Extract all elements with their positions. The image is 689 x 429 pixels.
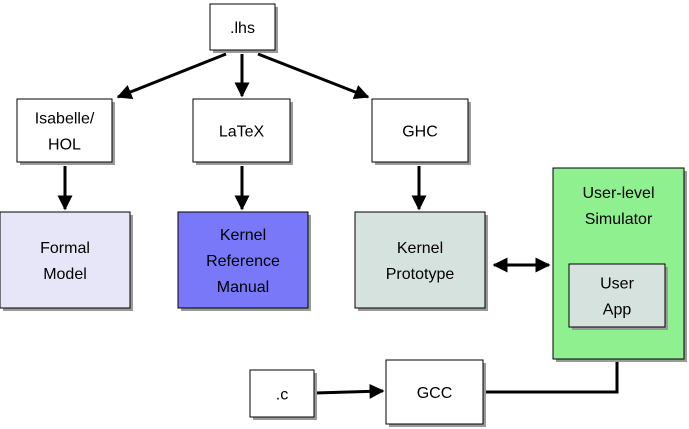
node-isabelle-hol: Isabelle/HOL — [16, 98, 115, 165]
edge-lhs-to-isabelle — [116, 52, 227, 99]
gcc-box — [385, 359, 484, 425]
manual-label-line-2: Reference — [206, 253, 280, 270]
lhs-box — [209, 3, 276, 51]
lhs-label-line-1: .lhs — [230, 20, 255, 37]
ghc-label-line-1: GHC — [402, 124, 438, 141]
manual-label-line-3: Manual — [217, 279, 269, 296]
simulator-label-line-2: Simulator — [585, 211, 653, 228]
gcc-label-line-1: GCC — [417, 385, 453, 402]
node-latex: LaTeX — [192, 98, 293, 165]
simulator-label-line-1: User-level — [582, 185, 654, 202]
node-gcc: GCC — [385, 359, 486, 427]
c-box — [249, 369, 315, 418]
edge-c-to-gcc — [314, 383, 385, 399]
prototype-box — [354, 211, 486, 309]
manual-box — [177, 211, 309, 309]
latex-label-line-1: LaTeX — [219, 124, 265, 141]
formal-box — [0, 211, 131, 309]
userapp-box — [568, 263, 666, 328]
prototype-label-line-1: Kernel — [397, 240, 443, 257]
node-ghc: GHC — [371, 98, 471, 165]
latex-box — [192, 98, 291, 163]
c-label-line-1: .c — [276, 387, 288, 404]
formal-label-line-2: Model — [43, 266, 87, 283]
prototype-label-line-2: Prototype — [386, 266, 455, 283]
isabelle-box — [16, 98, 113, 163]
node-c: .c — [249, 369, 317, 420]
manual-label-line-1: Kernel — [220, 227, 266, 244]
userapp-label-line-1: User — [600, 276, 634, 293]
isabelle-label-line-2: HOL — [48, 137, 81, 154]
userapp-label-line-2: App — [603, 302, 632, 319]
edge-lhs-to-ghc — [257, 52, 370, 100]
ghc-box — [371, 98, 469, 163]
edges — [57, 52, 625, 399]
isabelle-label-line-1: Isabelle/ — [35, 111, 95, 128]
node-lhs: .lhs — [209, 3, 278, 53]
formal-label-line-1: Formal — [40, 240, 90, 257]
